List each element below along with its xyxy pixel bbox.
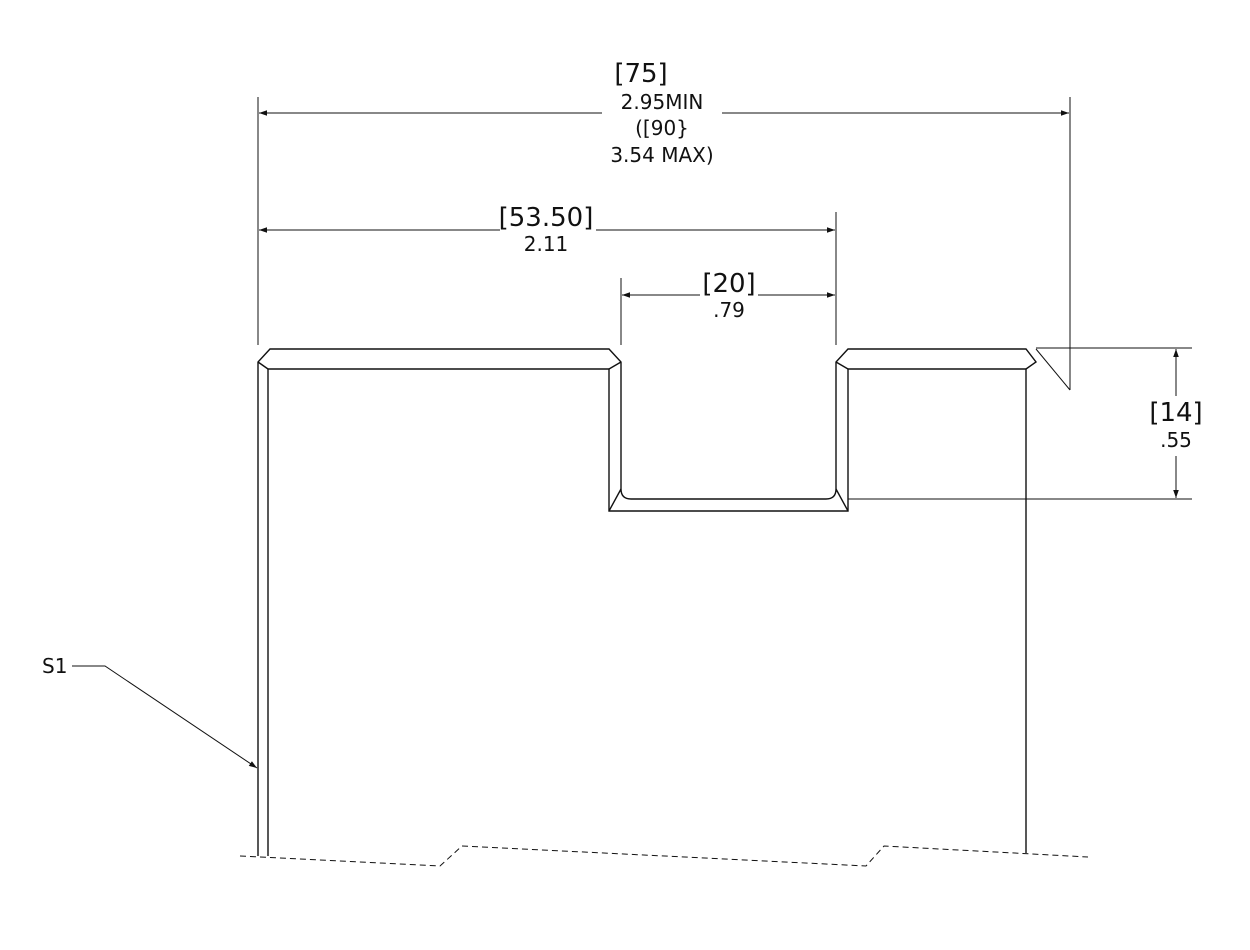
slot-left-chamfer	[608, 361, 622, 370]
s1-leader	[72, 665, 258, 769]
right-corner-diagonal	[1035, 348, 1071, 391]
slot-bottom-right-chamfer	[835, 488, 849, 512]
extension-lines	[257, 97, 1192, 500]
inner-profile	[267, 368, 1027, 856]
section-label: S1	[42, 654, 67, 678]
slot-bottom-left-chamfer	[608, 488, 622, 512]
outer-profile	[257, 348, 1038, 856]
overall-dim-max-metric: ([90}	[635, 116, 689, 140]
slot-width-bracket: [20]	[702, 269, 755, 299]
overall-dim-min: 2.95MIN	[621, 90, 704, 114]
slot-depth-inch: .55	[1160, 428, 1192, 452]
overall-dim-bracket: [75]	[614, 59, 667, 89]
dimension-lines	[259, 110, 1179, 498]
break-line	[239, 845, 1089, 867]
offset-dim-bracket: [53.50]	[499, 203, 594, 233]
slot-width-inch: .79	[713, 298, 745, 322]
left-chamfer	[257, 361, 269, 370]
offset-dim-inch: 2.11	[524, 232, 569, 256]
slot-depth-bracket: [14]	[1149, 398, 1202, 428]
overall-dim-max: 3.54 MAX)	[610, 143, 713, 167]
slot-right-chamfer	[835, 361, 849, 370]
part-outline	[257, 348, 1071, 856]
s1-leader-line	[72, 665, 258, 769]
